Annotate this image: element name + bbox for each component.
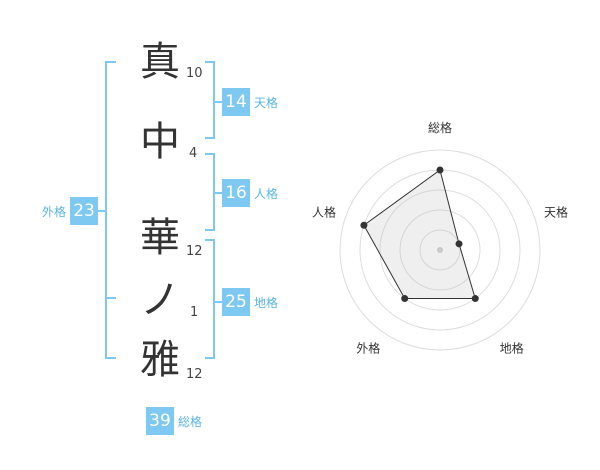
stroke-count-2: 4 [189, 146, 198, 161]
radar-point [455, 240, 463, 248]
radar-grid-ring [379, 189, 501, 311]
name-char-5: 雅 [140, 337, 180, 383]
soukaku-badge: 39 総格 [146, 407, 202, 435]
name-char-1: 真 [140, 39, 180, 85]
gaikaku-badge: 外格 23 [42, 197, 99, 225]
soukaku-label: 総格 [178, 414, 203, 429]
stroke-count-1: 10 [186, 66, 203, 81]
radar-point [360, 221, 368, 229]
radar-axis-label: 天格 [544, 204, 568, 219]
soukaku-value: 39 [146, 407, 174, 435]
tenkaku-label: 天格 [254, 95, 279, 110]
radar-axis-label: 総格 [428, 120, 452, 135]
radar-grid-ring [339, 149, 541, 351]
jinkaku-bracket [205, 153, 215, 231]
radar-center [437, 247, 443, 253]
stroke-count-3: 12 [186, 244, 203, 259]
radar-point [436, 166, 444, 174]
tenkaku-value: 14 [222, 88, 250, 116]
stroke-count-4: 1 [190, 305, 199, 320]
chikaku-label: 地格 [254, 295, 279, 310]
chikaku-badge: 25 地格 [222, 288, 278, 316]
name-char-4: ノ [140, 277, 180, 323]
radar-point [471, 295, 479, 303]
radar-point [401, 295, 409, 303]
radar-grid-ring [399, 209, 481, 291]
name-char-3: 華 [140, 215, 180, 261]
gaikaku-bracket [105, 61, 116, 359]
jinkaku-value: 16 [222, 179, 250, 207]
gaikaku-label: 外格 [42, 204, 67, 219]
name-char-2: 中 [140, 119, 180, 165]
chikaku-bracket [205, 239, 215, 359]
radar-axis-label: 外格 [356, 341, 380, 356]
tenkaku-bracket [205, 61, 215, 139]
gaikaku-value: 23 [70, 197, 99, 225]
jinkaku-label: 人格 [254, 186, 279, 201]
radar-grid-ring [419, 229, 461, 271]
radar-axis-label: 地格 [500, 341, 524, 356]
tenkaku-badge: 14 天格 [222, 88, 278, 116]
radar-area [363, 169, 476, 300]
chikaku-value: 25 [222, 288, 250, 316]
stroke-count-5: 12 [186, 367, 203, 382]
jinkaku-badge: 16 人格 [222, 179, 278, 207]
radar-axis-label: 人格 [312, 204, 336, 219]
